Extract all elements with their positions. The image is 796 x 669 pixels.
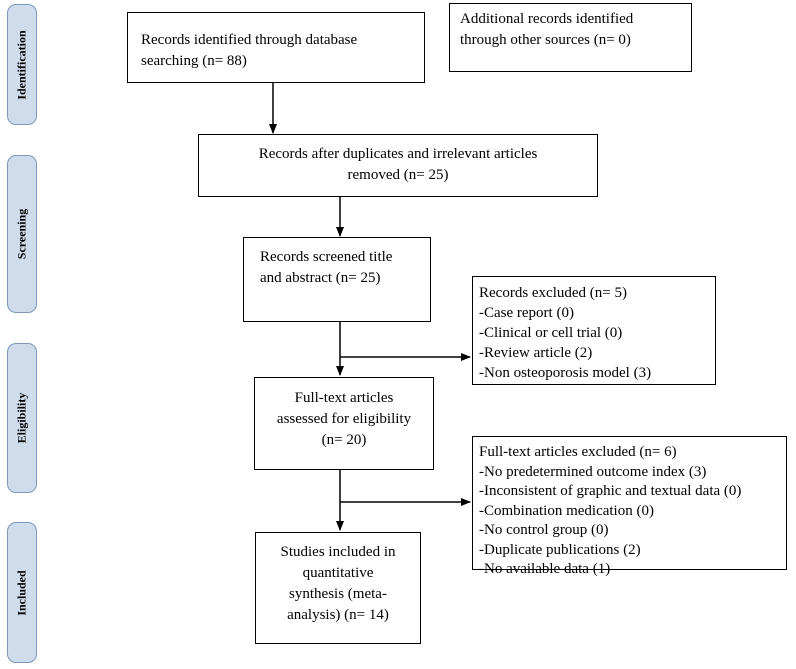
box-line: -Inconsistent of graphic and textual dat… <box>479 483 742 499</box>
box-additional-records: Additional records identified through ot… <box>449 3 692 72</box>
stage-tab-screening: Screening <box>7 155 37 313</box>
box-line: quantitative <box>302 565 374 581</box>
stage-tab-included: Included <box>7 522 37 663</box>
box-line: -No available data (1) <box>479 561 611 577</box>
box-line: and abstract (n= 25) <box>260 270 381 286</box>
box-line: Records excluded (n= 5) <box>479 285 627 301</box>
box-line: (n= 20) <box>321 432 367 448</box>
box-line: searching (n= 88) <box>141 53 247 69</box>
box-line: -No predetermined outcome index (3) <box>479 463 707 480</box>
box-line: Records after duplicates and irrelevant … <box>258 146 538 162</box>
box-full-text-assessed: Full-text articles assessed for eligibil… <box>254 377 434 470</box>
box-line: -Review article (2) <box>479 345 593 361</box>
box-records-screened: Records screened title and abstract (n= … <box>243 237 431 322</box>
box-records-identified-database: Records identified through database sear… <box>127 12 425 83</box>
box-line: Full-text articles excluded (n= 6) <box>479 444 677 460</box>
box-records-excluded: Records excluded (n= 5) -Case report (0)… <box>472 276 716 385</box>
box-line: through other sources (n= 0) <box>460 32 631 48</box>
box-line: assessed for eligibility <box>276 411 412 427</box>
box-full-text-excluded: Full-text articles excluded (n= 6) -No p… <box>472 436 787 577</box>
box-line: -Combination medication (0) <box>479 502 654 519</box>
box-line: -Duplicate publications (2) <box>479 541 641 558</box>
box-line: Additional records identified <box>460 11 634 27</box>
box-line: Studies included in <box>280 544 396 560</box>
box-line: -Non osteoporosis model (3) <box>479 365 652 381</box>
box-line: -No control group (0) <box>479 522 609 538</box>
box-line: Records screened title <box>260 249 393 265</box>
box-line: -Case report (0) <box>479 305 574 321</box>
box-line: -Clinical or cell trial (0) <box>479 325 623 341</box>
box-records-after-duplicates: Records after duplicates and irrelevant … <box>198 134 598 197</box>
box-line: removed (n= 25) <box>347 167 449 183</box>
box-line: Records identified through database <box>141 32 358 48</box>
box-line: Full-text articles <box>294 390 394 406</box>
box-line: analysis) (n= 14) <box>287 607 389 623</box>
stage-tab-identification: Identification <box>7 4 37 125</box>
box-line: synthesis (meta- <box>289 586 387 602</box>
stage-tab-eligibility: Eligibility <box>7 343 37 493</box>
box-studies-included: Studies included in quantitative synthes… <box>255 532 421 644</box>
